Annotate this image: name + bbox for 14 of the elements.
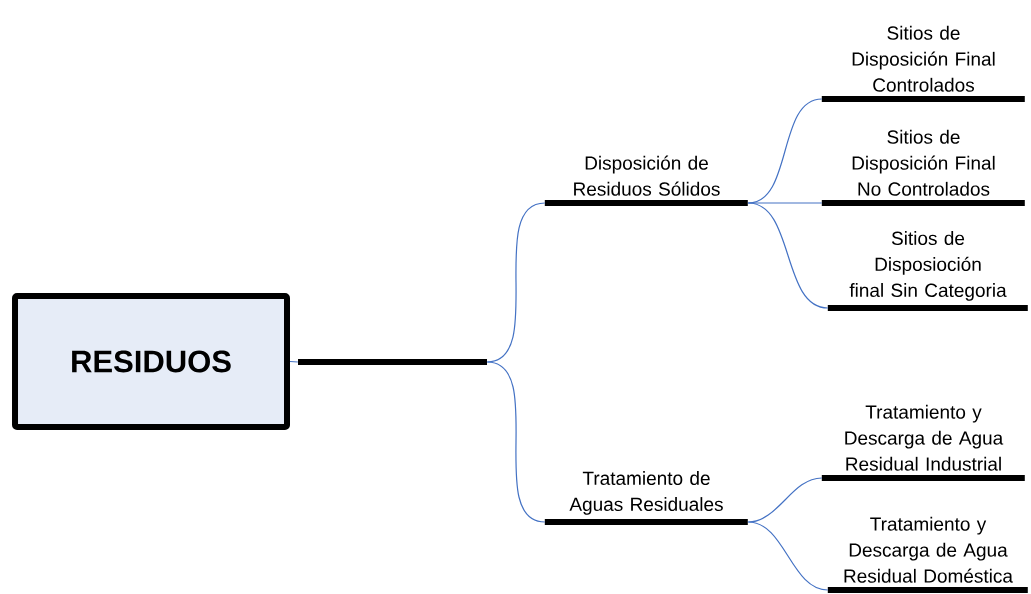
connector [747,521,829,591]
connector [289,360,299,363]
underlined-topic: Sitios de Disposición Final Controlados [852,25,995,92]
connector [486,361,546,523]
underlined-topic: Tratamiento de Aguas Residuales [569,471,723,515]
underlined-topic: Sitios de Disposición Final No Controlados [852,129,995,196]
underlined-topic: Tratamiento y Descarga de Agua Residual Industrial [845,404,1004,471]
underlined-topic: Tratamiento y Descarga de Agua Residual Doméstica [844,516,1013,583]
branch-bar [298,359,487,365]
underlined-topic: Disposición de Residuos Sólidos [574,155,720,196]
connector [747,202,823,204]
underlined-topic: Sitios de Disposioción final Sin Categoria [849,231,1007,301]
connector [747,202,829,309]
topic-box: RESIDUOS [12,293,290,430]
